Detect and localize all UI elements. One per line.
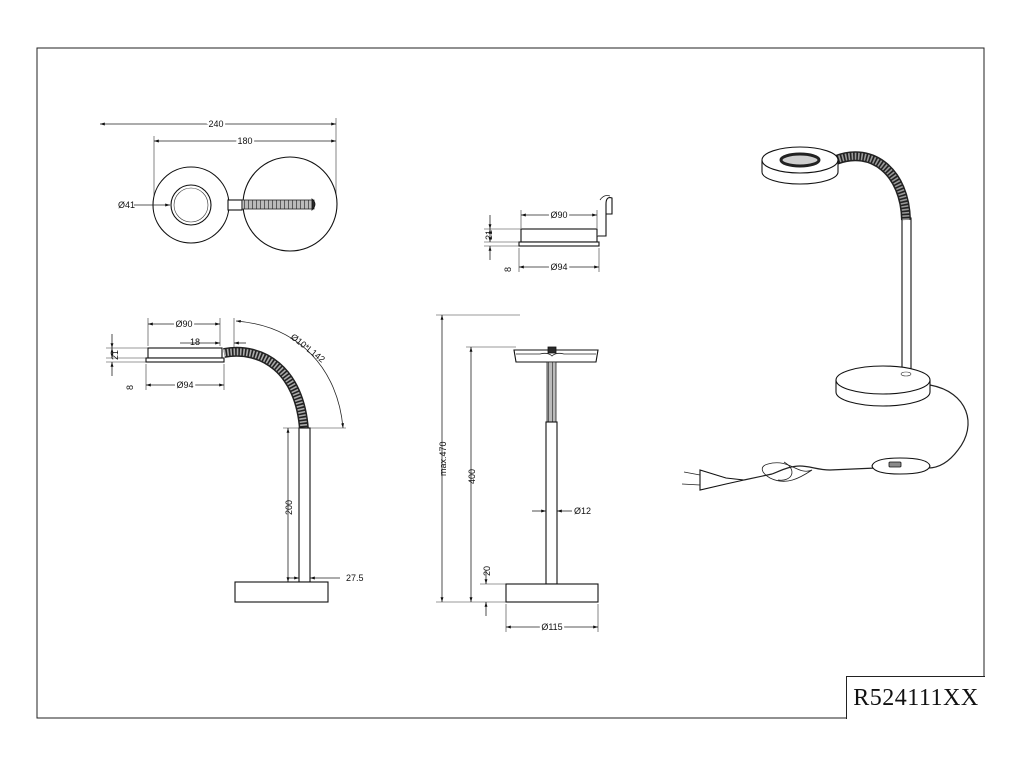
perspective-stem (901, 217, 912, 374)
dim-head-top-diameter: Ø90 (550, 210, 567, 220)
model-code: R524111XX (853, 684, 979, 711)
head-side-view: Ø90 21 8 Ø94 (484, 195, 613, 274)
perspective-gooseneck (834, 151, 911, 221)
dim-stem-height: 200 (284, 500, 294, 515)
dim-side-bottom-height: 8 (125, 385, 135, 390)
perspective-light-ring (779, 152, 821, 168)
head-disc-top (520, 228, 598, 243)
side-view: Ø90 18 21 8 Ø94 Ø10*L142 200 (106, 317, 364, 603)
dim-head-bottom-diameter: Ø94 (550, 262, 567, 272)
head-disc-bottom (518, 241, 600, 247)
model-code-box: R524111XX (846, 676, 985, 719)
front-view: max.470 400 Ø12 20 Ø115 (436, 314, 599, 634)
dim-overall-width: 240 (208, 119, 223, 129)
dim-side-top-diameter: Ø90 (175, 319, 192, 329)
front-base (505, 583, 599, 603)
dim-side-height: 21 (110, 350, 120, 360)
side-gooseneck (223, 346, 309, 431)
dim-height: 400 (467, 469, 477, 484)
front-head (513, 349, 599, 363)
dim-stem-offset: 27.5 (346, 573, 364, 583)
dim-head-bottom-height: 8 (503, 267, 513, 272)
dim-max-height: max.470 (438, 441, 448, 476)
front-stem (545, 421, 558, 585)
dim-side-offset: 18 (190, 337, 200, 347)
dim-stem-diameter: Ø12 (574, 506, 591, 516)
dim-head-diameter: Ø41 (118, 200, 135, 210)
drawing-frame (36, 47, 985, 719)
dim-base-height: 20 (482, 566, 492, 576)
dim-arm-spec: Ø10*L142 (289, 332, 327, 365)
side-stem (298, 427, 311, 583)
dim-base-width: 180 (237, 136, 252, 146)
head-inner-ring (170, 184, 212, 226)
side-head-top (147, 347, 223, 359)
lamp-perspective-illustration (681, 146, 969, 491)
dim-head-height: 21 (484, 230, 494, 240)
side-base (234, 581, 329, 603)
top-view: 240 180 Ø41 (100, 117, 338, 252)
dim-side-bottom-diameter: Ø94 (176, 380, 193, 390)
euro-plug (699, 469, 745, 491)
side-head-bottom (145, 357, 225, 363)
front-gooseneck (546, 361, 557, 423)
flex-arm-top (241, 199, 315, 210)
dim-base-diameter: Ø115 (541, 622, 562, 632)
